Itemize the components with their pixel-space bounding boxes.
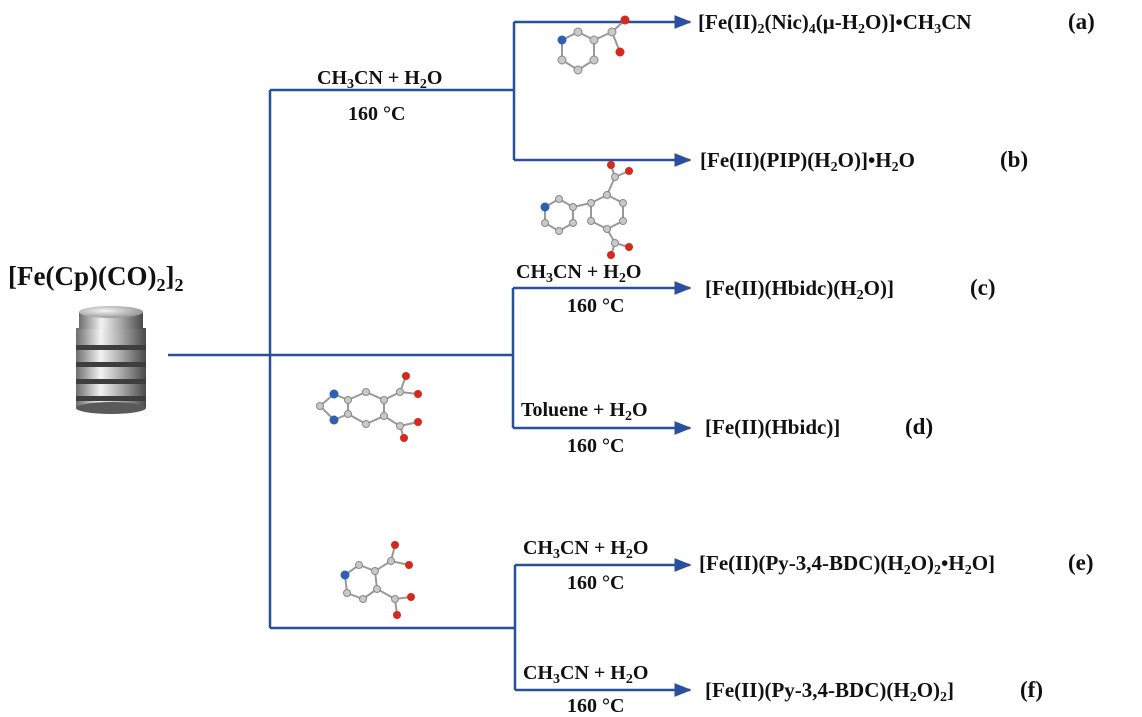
condition-c-solvent: CH3CN + H2O — [516, 261, 642, 286]
condition-c-temperature: 160 °C — [567, 295, 625, 317]
condition-ab-temperature: 160 °C — [348, 103, 406, 125]
condition-e-solvent: CH3CN + H2O — [523, 537, 649, 562]
product-e-tag: (e) — [1068, 550, 1094, 575]
condition-ab-solvent: CH3CN + H2O — [317, 67, 443, 92]
product-c-tag: (c) — [970, 275, 996, 300]
product-b-tag: (b) — [1000, 147, 1029, 172]
condition-d-solvent: Toluene + H2O — [521, 399, 648, 424]
product-d-tag: (d) — [905, 414, 934, 439]
pyridine-3,4-dicarboxylic-acid-molecule-icon — [340, 541, 415, 619]
product-c-formula: [Fe(II)(Hbidc)(H2O)] — [705, 276, 894, 303]
metal-vial-icon — [76, 306, 146, 414]
benzimidazole-dicarboxylic-acid-molecule-icon — [316, 372, 422, 442]
product-f-formula: [Fe(II)(Py-3,4-BDC)(H2O)2] — [705, 678, 955, 705]
condition-f-solvent: CH3CN + H2O — [523, 662, 649, 687]
reactant-formula: [Fe(Cp)(CO)2]2 — [8, 261, 184, 295]
pyridyl-isophthalic-acid-molecule-icon — [540, 161, 633, 259]
condition-d-temperature: 160 °C — [567, 435, 625, 457]
nicotinic-acid-molecule-icon — [557, 15, 630, 75]
connector-lines — [168, 22, 517, 690]
product-e-formula: [Fe(II)(Py-3,4-BDC)(H2O)2•H2O] — [699, 551, 996, 578]
product-a-formula: [Fe(II)2(Nic)4(μ-H2O)]•CH3CN — [698, 10, 972, 37]
product-a-tag: (a) — [1068, 9, 1095, 34]
condition-f-temperature: 160 °C — [567, 695, 625, 717]
reaction-arrows — [513, 15, 692, 697]
product-b-formula: [Fe(II)(PIP)(H2O)]•H2O — [700, 148, 915, 175]
product-f-tag: (f) — [1020, 677, 1043, 702]
product-d-formula: [Fe(II)(Hbidc)] — [705, 415, 841, 439]
condition-e-temperature: 160 °C — [567, 572, 625, 594]
